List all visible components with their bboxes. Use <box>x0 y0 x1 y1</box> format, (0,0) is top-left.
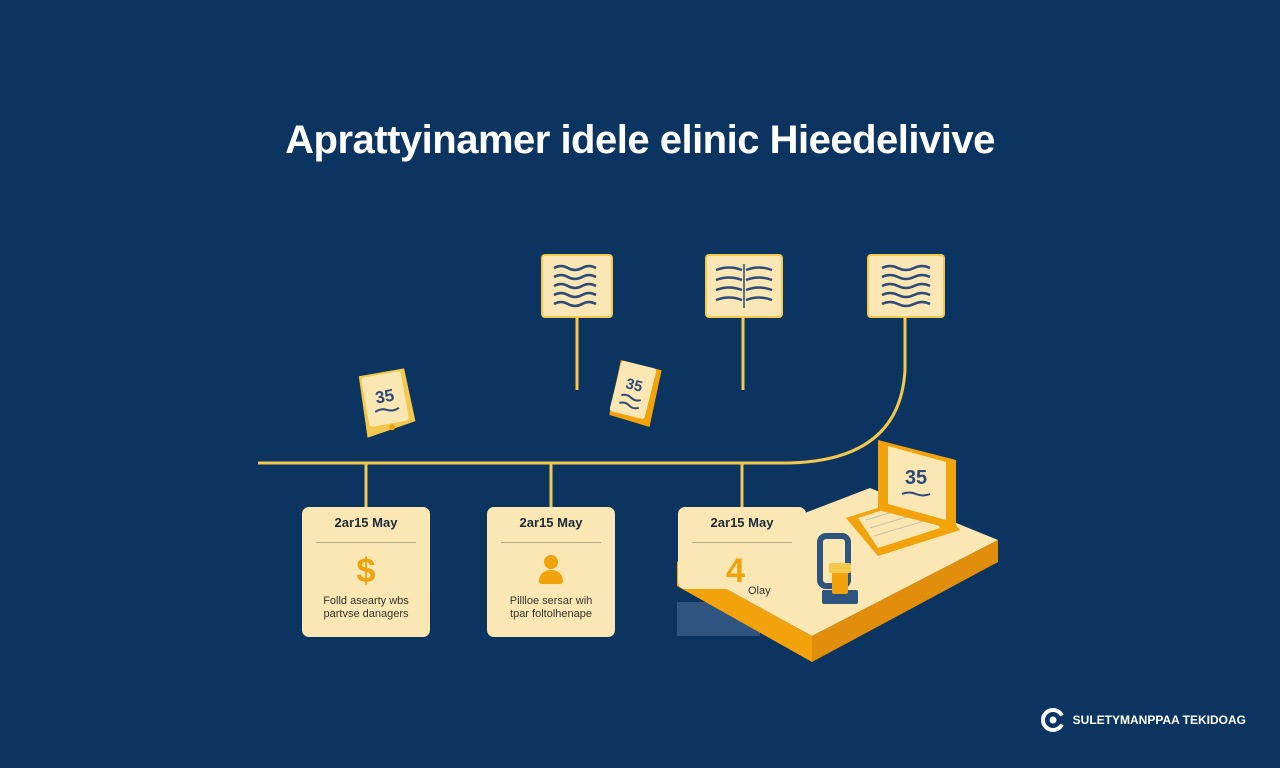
card-divider <box>692 542 792 543</box>
logo-icon <box>1040 708 1065 732</box>
timeline-card-2: 2ar15 May Pillloe sersar wih tpar foltol… <box>487 507 615 637</box>
calendar-label: 35 <box>624 375 644 396</box>
card-divider <box>316 542 416 543</box>
calendar-icon: 35 <box>609 360 662 427</box>
page-title: Aprattyinamer idele elinic Hieedelivive <box>285 118 995 162</box>
open-book-icon <box>705 254 783 318</box>
timeline-card-1: 2ar15 May $ Folld asearty wbs partvse da… <box>302 507 430 637</box>
document-lines-icon <box>867 254 945 318</box>
card-desc-line-1: Olay <box>748 585 771 597</box>
timeline-card-3: 2ar15 May 4 <box>678 507 806 590</box>
calendar-icon: 35 <box>358 368 416 438</box>
timeline-lines <box>258 318 907 508</box>
card-description: Pillloe sersar wih tpar foltolhenape <box>487 595 615 621</box>
card-desc-line-2: tpar foltolhenape <box>510 608 592 620</box>
card-desc-line-1: Folld asearty wbs <box>323 595 409 607</box>
person-icon <box>531 551 571 591</box>
document-lines-icon <box>541 254 613 318</box>
footer-brand: SULETYMANPPAA TEKIDOAG <box>1039 706 1246 734</box>
timeline-curve <box>789 318 907 465</box>
card-description: Folld asearty wbs partvse danagers <box>302 595 430 621</box>
footer-text: SULETYMANPPAA TEKIDOAG <box>1072 713 1246 727</box>
dollar-icon: $ <box>356 552 376 590</box>
card-desc-line-2: partvse danagers <box>323 608 409 620</box>
laptop-screen-label: 35 <box>905 467 927 489</box>
card-number: 4 <box>726 552 745 590</box>
card-date: 2ar15 May <box>334 515 398 530</box>
calendar-label: 35 <box>374 386 396 408</box>
card-desc-line-1: Pillloe sersar wih <box>509 595 593 607</box>
card-divider <box>501 542 601 543</box>
card-date: 2ar15 May <box>519 515 583 530</box>
card-date: 2ar15 May <box>710 515 774 530</box>
